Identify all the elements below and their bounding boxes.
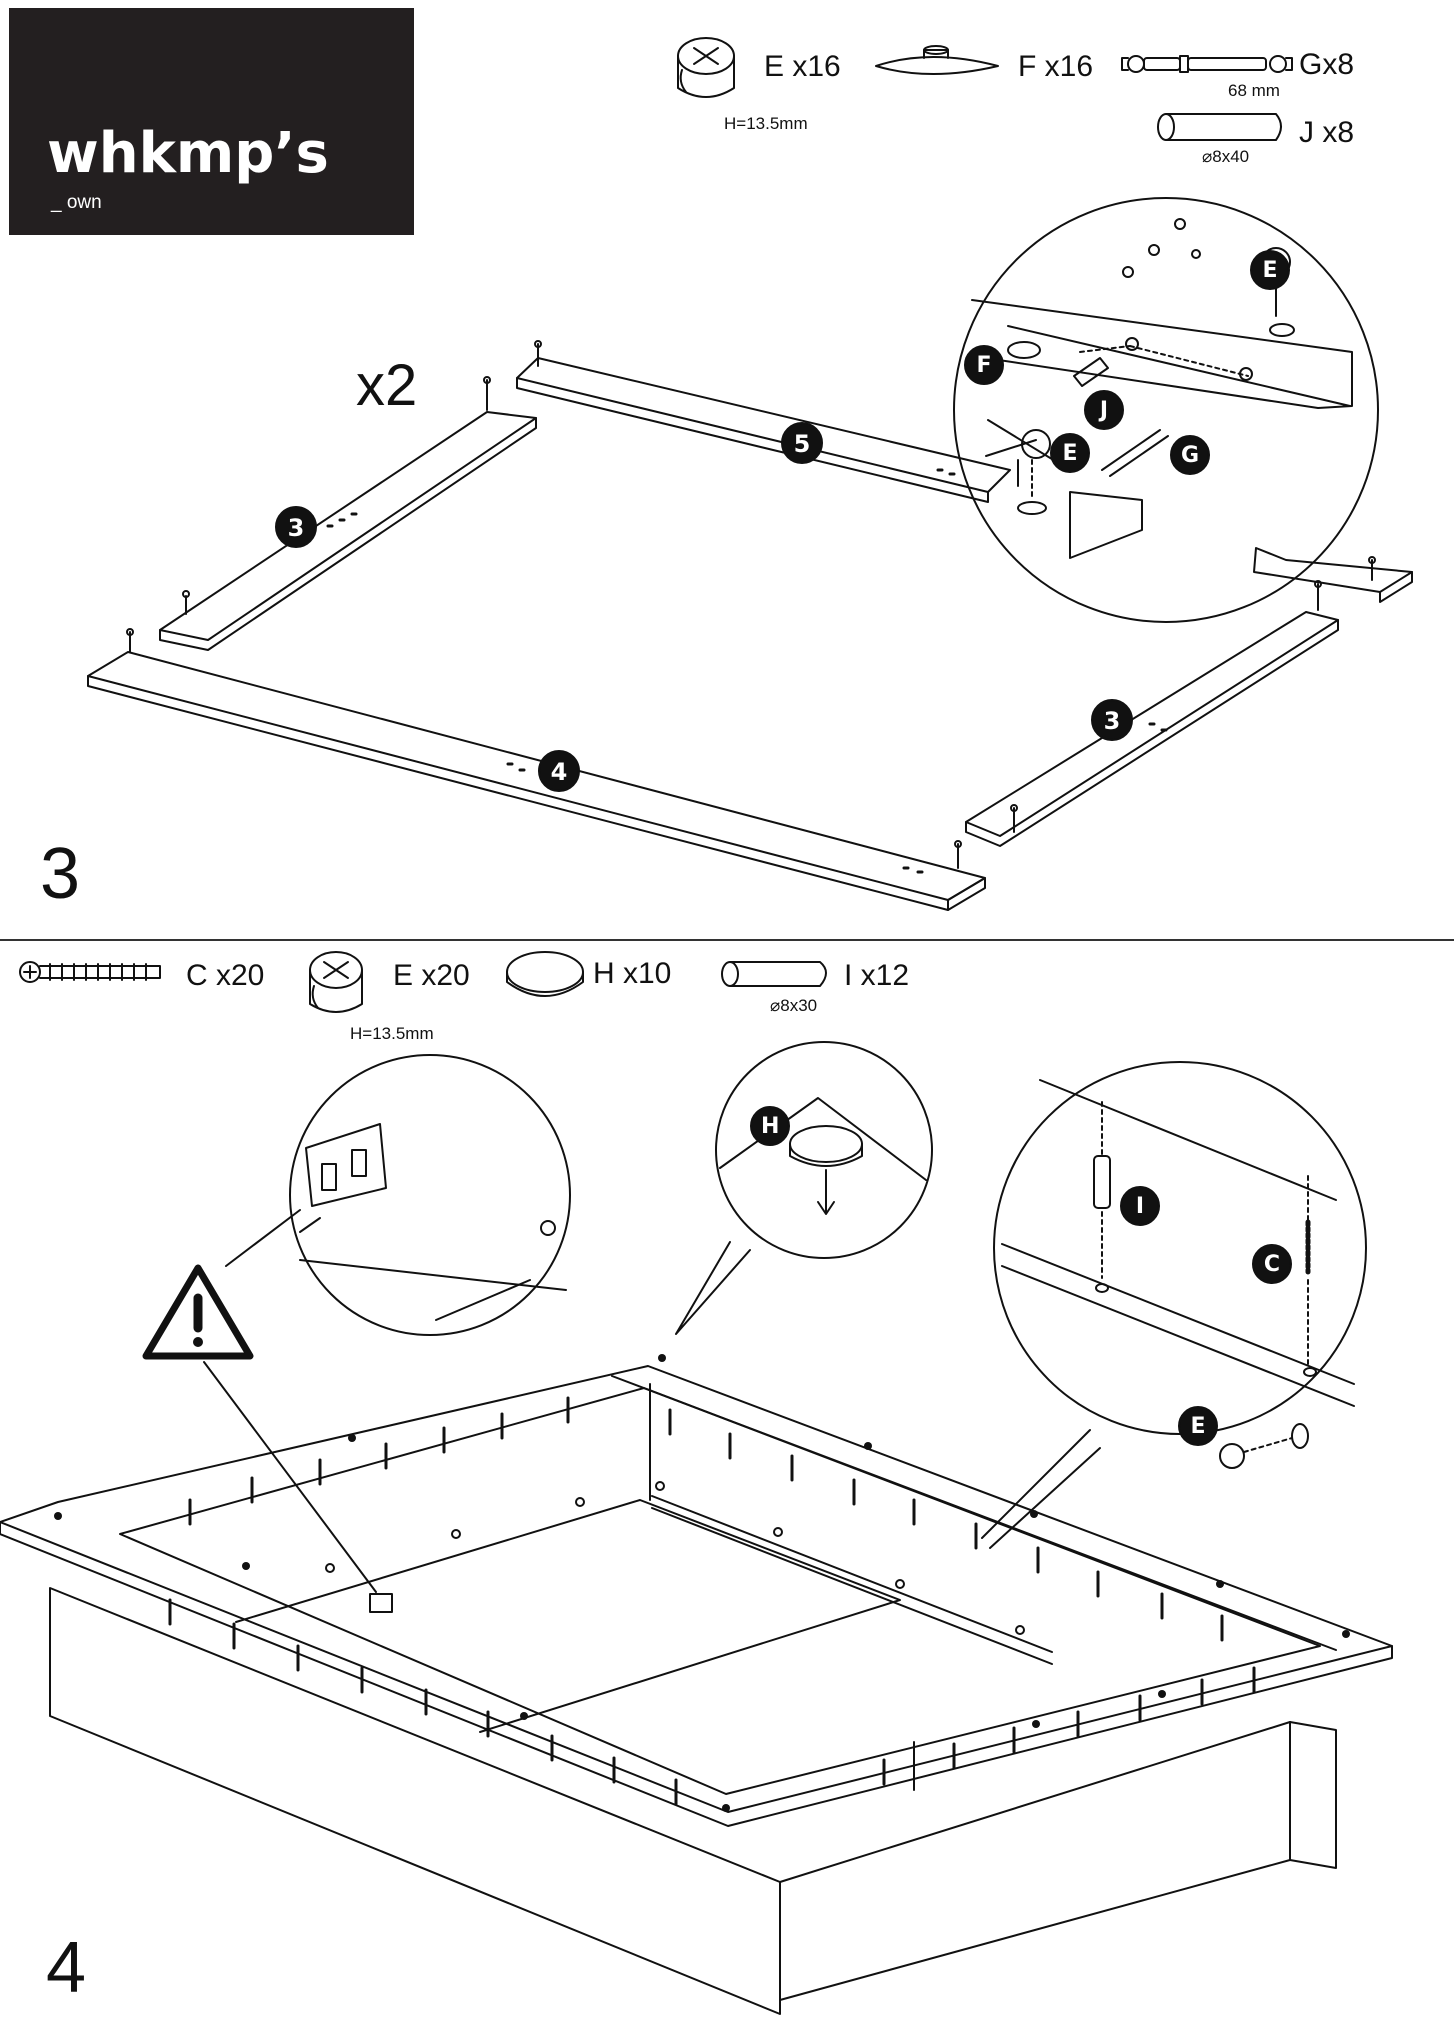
part-e-count-step3: E x16 [764, 50, 841, 83]
cam-lock-e-icon [677, 37, 735, 98]
callout-e-top [1250, 250, 1290, 290]
callout-e-bottom-text: E [1062, 441, 1078, 466]
dowel-i-icon [721, 961, 827, 987]
part-j-size-note: ⌀8x40 [1202, 147, 1250, 166]
part-e-height-note-step4: H=13.5mm [350, 1024, 434, 1043]
callout-3-left-text: 3 [287, 514, 305, 542]
part-g-length-note: 68 mm [1228, 81, 1280, 100]
callout-3-right [1091, 699, 1133, 741]
callout-c [1252, 1244, 1292, 1284]
panel-5-back [516, 357, 1011, 503]
step4-detail-callouts [750, 1106, 1292, 1446]
corner-fittings [126, 340, 1376, 869]
panel-3-right-back [1253, 547, 1413, 603]
part-i-count: I x12 [844, 959, 910, 992]
step4-detail-right [981, 1061, 1367, 1549]
part-i-size-note: ⌀8x30 [770, 996, 818, 1015]
step3-multiplier: x2 [356, 353, 418, 418]
screw-c-icon [19, 961, 161, 983]
callout-4-text: 4 [550, 758, 568, 786]
callout-i [1120, 1186, 1160, 1226]
step4-detail-left [289, 1054, 571, 1336]
callout-h-text: H [761, 1114, 780, 1139]
callout-c-text: C [1263, 1252, 1281, 1277]
step4-number: 4 [46, 1928, 87, 2008]
callout-i-text: I [1135, 1194, 1145, 1219]
brand-subtitle: _ own [51, 192, 102, 213]
callout-5 [781, 422, 823, 464]
panel-dowel-marks [326, 468, 1168, 874]
step4-detail-middle [675, 1041, 933, 1335]
callout-5-text: 5 [793, 430, 811, 458]
callout-j [1084, 390, 1124, 430]
panel-4-front [87, 651, 986, 911]
connector-bolt-g-icon [1121, 55, 1293, 73]
callout-j-text: J [1099, 398, 1109, 423]
callout-4 [538, 750, 580, 792]
warning-detail-pointer [225, 1209, 301, 1267]
brand-logo: whkmp’s _ own [9, 8, 414, 235]
section-divider [0, 939, 1454, 941]
step3-detail-callouts [964, 250, 1290, 475]
foot-pad-h-icon [506, 951, 584, 997]
part-g-count: Gx8 [1299, 48, 1355, 81]
callout-3-left [275, 506, 317, 548]
brand-name: whkmp’s [47, 121, 329, 186]
part-f-count: F x16 [1018, 50, 1094, 83]
cam-lock-e-icon-step4 [309, 951, 363, 1013]
callout-e-bottom [1050, 433, 1090, 473]
callout-3-right-text: 3 [1103, 707, 1121, 735]
callout-g [1170, 435, 1210, 475]
callout-g-text: G [1181, 443, 1200, 468]
warning-pointer-line [203, 1361, 377, 1593]
callout-f-text: F [976, 353, 992, 378]
step3-panel-labels [275, 422, 1133, 792]
part-h-count: H x10 [593, 957, 672, 990]
part-j-count: J x8 [1299, 116, 1355, 149]
callout-e-step4-text: E [1190, 1414, 1206, 1439]
cover-cap-f-icon [875, 45, 999, 75]
callout-e-top-text: E [1262, 258, 1278, 283]
bed-frame-assembly [0, 1354, 1393, 2015]
part-e-height-note-step3: H=13.5mm [724, 114, 808, 133]
part-c-count: C x20 [186, 959, 265, 992]
warning-icon [142, 1264, 254, 1360]
callout-f [964, 345, 1004, 385]
part-e-count-step4: E x20 [393, 959, 470, 992]
panel-3-right [965, 611, 1339, 847]
step3-number: 3 [40, 834, 81, 914]
panel-3-left [159, 411, 537, 651]
callout-h [750, 1106, 790, 1146]
step3-detail-circle [953, 197, 1379, 623]
dowel-j-icon [1157, 113, 1282, 141]
callout-e-step4 [1178, 1406, 1218, 1446]
